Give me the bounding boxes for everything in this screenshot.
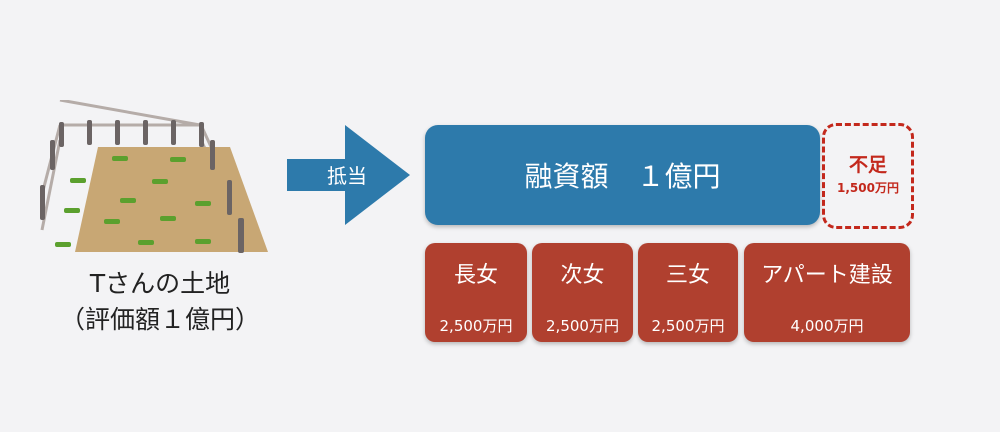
arrow-right-icon: [287, 125, 410, 225]
loan-label: 融資額 １億円: [524, 160, 721, 193]
allocation-third-daughter: 三女 2,500万円: [638, 243, 738, 342]
allocation-amount: 4,000万円: [790, 317, 864, 335]
allocation-label: 長女: [453, 263, 498, 288]
loan-amount-box: 融資額 １億円: [425, 125, 820, 225]
allocation-label: 次女: [560, 263, 605, 288]
arrow-label: 抵当: [327, 164, 367, 188]
land-label: Tさんの土地: [89, 269, 231, 298]
allocation-apartment: アパート建設 4,000万円: [744, 243, 910, 342]
allocation-label: 三女: [665, 263, 710, 288]
shortfall-amount: 1,500万円: [837, 181, 899, 195]
allocation-amount: 2,500万円: [546, 317, 619, 335]
allocation-label: アパート建設: [761, 263, 893, 288]
shortfall-box: 不足 1,500万円: [822, 123, 914, 229]
allocation-amount: 2,500万円: [439, 317, 513, 335]
land-value-label: （評価額１億円）: [59, 305, 260, 334]
allocation-eldest-daughter: 長女 2,500万円: [425, 243, 527, 342]
allocation-second-daughter: 次女 2,500万円: [532, 243, 633, 342]
land-illustration: [40, 100, 268, 253]
allocation-amount: 2,500万円: [651, 317, 725, 335]
shortfall-label: 不足: [848, 154, 887, 176]
